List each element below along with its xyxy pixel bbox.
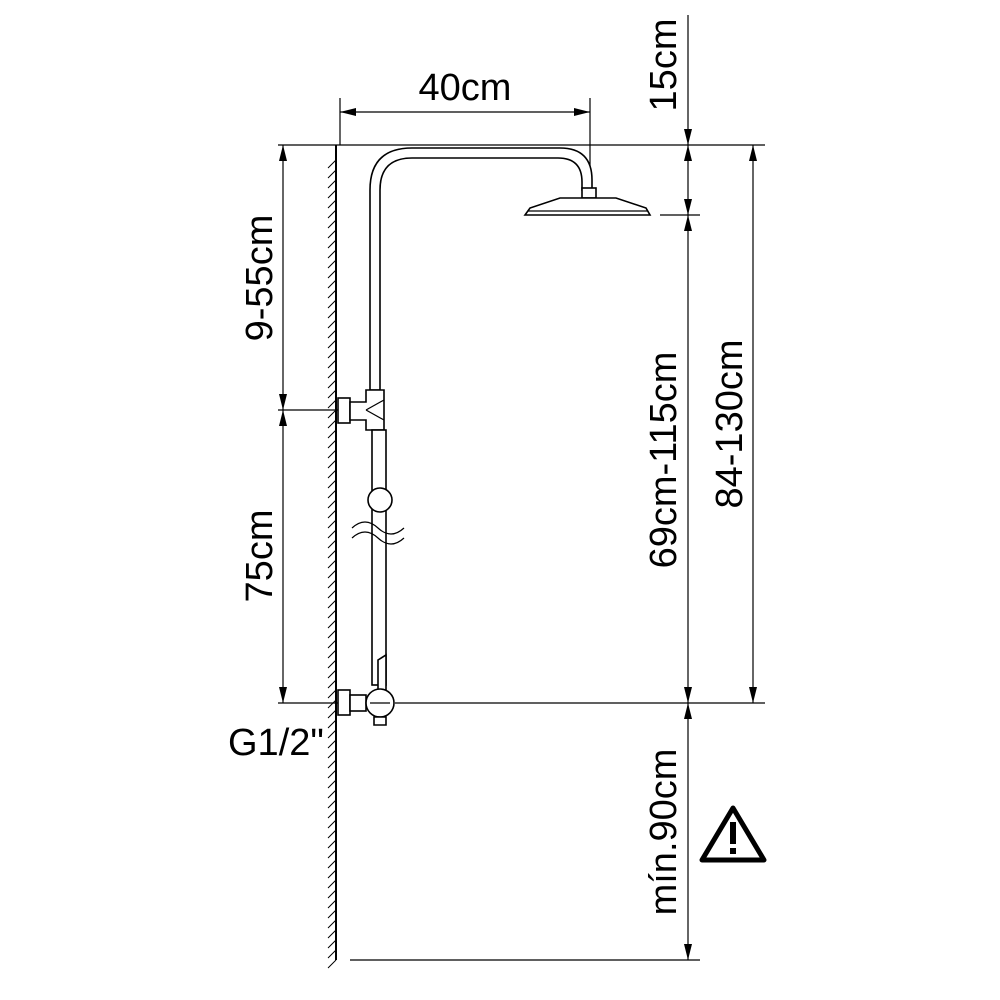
hatch-stroke — [327, 429, 337, 439]
hatch-stroke — [327, 269, 337, 279]
hatch-stroke — [327, 559, 337, 569]
hatch-stroke — [327, 959, 337, 969]
label-top-offset: 15cm — [643, 19, 685, 112]
hatch-stroke — [327, 609, 337, 619]
hatch-stroke — [327, 209, 337, 219]
hatch-stroke — [327, 449, 337, 459]
hatch-stroke — [327, 319, 337, 329]
hatch-stroke — [327, 929, 337, 939]
dimension-top-width: 40cm — [339, 67, 591, 190]
hatch-stroke — [327, 719, 337, 729]
hatch-stroke — [327, 599, 337, 609]
hatch-stroke — [327, 569, 337, 579]
hatch-stroke — [327, 649, 337, 659]
hatch-stroke — [327, 849, 337, 859]
hatch-stroke — [327, 299, 337, 309]
hatch-stroke — [327, 419, 337, 429]
hatch-stroke — [327, 689, 337, 699]
hatch-stroke — [327, 839, 337, 849]
hatch-stroke — [327, 509, 337, 519]
hatch-stroke — [327, 279, 337, 289]
hatch-stroke — [327, 259, 337, 269]
hatch-stroke — [327, 659, 337, 669]
hatch-stroke — [327, 749, 337, 759]
hatch-stroke — [327, 789, 337, 799]
reference-lines — [278, 144, 765, 961]
hatch-stroke — [327, 459, 337, 469]
dimension-left: 9-55cm 75cm — [239, 145, 287, 703]
hatch-stroke — [327, 899, 337, 909]
hatch-stroke — [327, 619, 337, 629]
hatch-stroke — [327, 949, 337, 959]
hatch-stroke — [327, 859, 337, 869]
hatch-stroke — [327, 729, 337, 739]
hatch-stroke — [327, 239, 337, 249]
hatch-stroke — [327, 249, 337, 259]
hatch-stroke — [327, 309, 337, 319]
hatch-stroke — [327, 579, 337, 589]
label-top-width: 40cm — [419, 67, 512, 109]
hatch-stroke — [327, 919, 337, 929]
label-left-upper: 9-55cm — [239, 215, 281, 342]
wall — [327, 145, 337, 969]
hatch-stroke — [327, 489, 337, 499]
hatch-stroke — [327, 819, 337, 829]
label-right-middle: 69cm-115cm — [643, 352, 685, 569]
wall-hatching — [327, 159, 337, 969]
hatch-stroke — [327, 339, 337, 349]
label-left-lower: 75cm — [239, 510, 281, 603]
hatch-stroke — [327, 699, 337, 709]
shower-assembly: G1/2" — [228, 147, 652, 764]
hatch-stroke — [327, 169, 337, 179]
hatch-stroke — [327, 379, 337, 389]
hatch-stroke — [327, 389, 337, 399]
hatch-stroke — [327, 629, 337, 639]
label-inlet: G1/2" — [228, 722, 324, 764]
hatch-stroke — [327, 709, 337, 719]
hatch-stroke — [327, 189, 337, 199]
hatch-stroke — [327, 809, 337, 819]
dimension-right-outer: 84-130cm — [709, 145, 757, 703]
hatch-stroke — [327, 479, 337, 489]
hatch-stroke — [327, 869, 337, 879]
hatch-stroke — [327, 229, 337, 239]
hatch-stroke — [327, 679, 337, 689]
hatch-stroke — [327, 359, 337, 369]
hatch-stroke — [327, 769, 337, 779]
hatch-stroke — [327, 639, 337, 649]
hatch-stroke — [327, 669, 337, 679]
hatch-stroke — [327, 759, 337, 769]
hatch-stroke — [327, 739, 337, 749]
hatch-stroke — [327, 589, 337, 599]
hatch-stroke — [327, 909, 337, 919]
hatch-stroke — [327, 799, 337, 809]
warning-triangle-icon — [699, 805, 767, 863]
hatch-stroke — [327, 289, 337, 299]
hatch-stroke — [327, 399, 337, 409]
hatch-stroke — [327, 219, 337, 229]
hatch-stroke — [327, 179, 337, 189]
hatch-stroke — [327, 439, 337, 449]
dimension-right-inner: 15cm 69cm-115cm mín.90cm — [643, 15, 692, 960]
hatch-stroke — [327, 469, 337, 479]
hatch-stroke — [327, 349, 337, 359]
hatch-stroke — [327, 829, 337, 839]
hatch-stroke — [327, 549, 337, 559]
hatch-stroke — [327, 369, 337, 379]
hatch-stroke — [327, 779, 337, 789]
hatch-stroke — [327, 939, 337, 949]
hatch-stroke — [327, 529, 337, 539]
hatch-stroke — [327, 159, 337, 169]
hatch-stroke — [327, 539, 337, 549]
label-bottom-right: mín.90cm — [643, 749, 685, 916]
hatch-stroke — [327, 329, 337, 339]
hatch-stroke — [327, 879, 337, 889]
label-right-outer: 84-130cm — [709, 340, 751, 509]
hatch-stroke — [327, 499, 337, 509]
hatch-stroke — [327, 199, 337, 209]
hatch-stroke — [327, 519, 337, 529]
hatch-stroke — [327, 889, 337, 899]
hatch-stroke — [327, 409, 337, 419]
